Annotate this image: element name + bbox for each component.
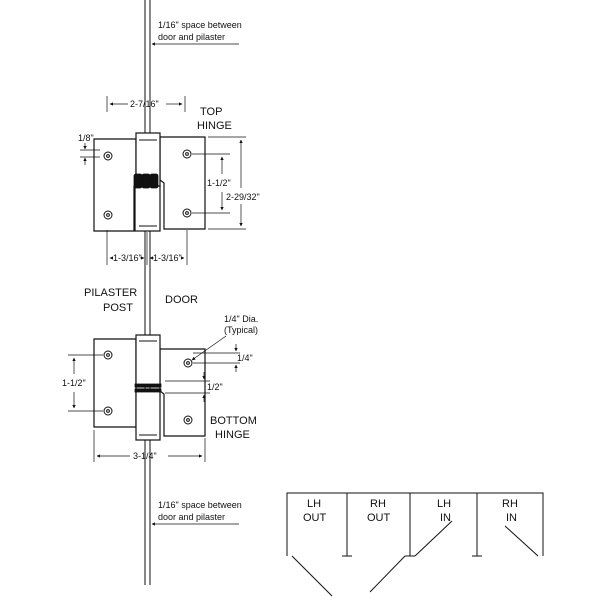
swing-rh-out: RH OUT [367, 498, 406, 593]
top-hinge: TOP HINGE 2-7/16" 1/8" 1-1/2" 2-29/32" [78, 96, 260, 265]
swing-lh-in-line1: LH [437, 498, 451, 510]
top-spacing-note-line1: 1/16" space between [158, 20, 242, 30]
bottom-hinge-lower-knuckle [135, 388, 161, 441]
center-labels: PILASTER POST DOOR [84, 287, 198, 314]
top-hinge-offset-dim: 1/8" [78, 133, 94, 143]
bottom-hinge-quarter-dim: 1/4" [237, 353, 253, 363]
bottom-hinge-hole-dia-line2: (Typical) [224, 325, 258, 335]
bottom-hinge-half-dim: 1/2" [207, 382, 223, 392]
top-spacing-note-line2: door and pilaster [158, 32, 225, 42]
swing-rh-in-line1: RH [502, 498, 518, 510]
swing-lh-out-line2: OUT [303, 512, 327, 524]
swing-rh-in-line2: IN [506, 512, 517, 524]
pilaster-label-line1: PILASTER [84, 287, 137, 299]
swing-lh-in-line2: IN [440, 512, 451, 524]
door-label: DOOR [165, 294, 198, 306]
pilaster-door-lines [144, 0, 151, 585]
bottom-hinge-pilaster-plate [93, 338, 137, 428]
bottom-spacing-note-line2: door and pilaster [158, 512, 225, 522]
swing-lh-out: LH OUT [291, 498, 333, 597]
bottom-hinge-width-dim: 3-1/4" [133, 451, 157, 461]
top-hinge-left-hole-dim: 1-3/16" [113, 253, 142, 263]
swing-lh-in: LH IN [414, 498, 453, 557]
bottom-hinge-hole-dia-line1: 1/4" Dia. [224, 314, 258, 324]
pilaster-label-line2: POST [103, 302, 133, 314]
swing-rh-out-line2: OUT [367, 512, 391, 524]
bottom-hinge-hole-span-dim: 1-1/2" [62, 378, 86, 388]
swing-rh-out-line1: RH [370, 498, 386, 510]
bottom-spacing-note-line1: 1/16" space between [158, 500, 242, 510]
swing-lh-out-line1: LH [307, 498, 321, 510]
top-hinge-lower-knuckle [134, 185, 161, 232]
bottom-hinge-door-plate [159, 348, 206, 437]
swing-rh-in: RH IN [502, 498, 539, 557]
top-hinge-height-dim: 2-29/32" [226, 192, 260, 202]
top-hinge-pilaster-plate [93, 138, 137, 232]
top-spacing-note: 1/16" space between door and pilaster [151, 20, 242, 46]
bottom-hinge-title-line2: HINGE [215, 429, 250, 441]
top-hinge-door-plate [159, 136, 206, 230]
bottom-hinge: 1/4" Dia. (Typical) 1/4" 1/2" 1-1/2" BOT… [62, 314, 258, 462]
bottom-spacing-note: 1/16" space between door and pilaster [151, 500, 242, 526]
top-hinge-hole-span-dim: 1-1/2" [207, 178, 231, 188]
bottom-hinge-upper-knuckle [135, 334, 161, 388]
bottom-hinge-title-line1: BOTTOM [210, 415, 257, 427]
top-hinge-right-hole-dim: 1-3/16" [153, 253, 182, 263]
door-swing-diagram: LH OUT RH OUT LH IN RH IN [286, 492, 544, 597]
top-hinge-title-line1: TOP [200, 106, 222, 118]
top-hinge-title-line2: HINGE [197, 120, 232, 132]
top-hinge-width-dim: 2-7/16" [130, 99, 159, 109]
